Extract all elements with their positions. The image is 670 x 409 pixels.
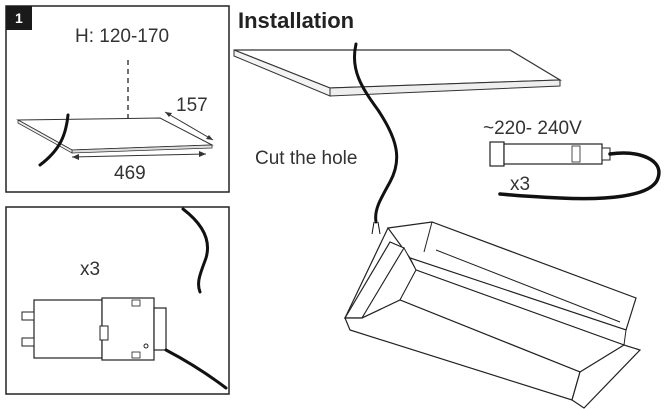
step2-cable-top — [181, 207, 209, 294]
driver-box — [21, 297, 167, 361]
width-dimension-line — [71, 153, 207, 158]
step1-number-badge — [6, 6, 32, 30]
width-arrow-start — [72, 154, 79, 160]
driver-quantity-label: x3 — [80, 259, 100, 280]
driver-body-left — [33, 299, 103, 359]
cable-wire-2 — [377, 221, 381, 235]
main-driver-quantity: x3 — [510, 174, 530, 195]
step2-cable-bottom — [164, 348, 228, 390]
depth-arrow-start — [165, 112, 172, 117]
driver-screw — [143, 343, 149, 349]
step2-panel: x3 — [5, 206, 230, 395]
driver-tab-top — [21, 311, 35, 321]
troffer-rail — [435, 249, 621, 323]
step1-cable — [38, 113, 70, 167]
step1-number: 1 — [15, 10, 23, 26]
page-title: Installation — [238, 8, 354, 33]
main-cable — [353, 42, 399, 224]
ceiling-slab — [233, 49, 563, 97]
troffer-right-flange — [571, 344, 642, 409]
depth-arrow-end — [206, 135, 213, 140]
depth-label: 157 — [176, 95, 208, 116]
main-driver — [489, 141, 611, 167]
driver-body-right — [101, 297, 155, 361]
driver-tab-bottom — [21, 337, 35, 347]
main-driver-cable — [498, 151, 661, 201]
main-driver-cap — [489, 141, 505, 167]
depth-dimension-line — [164, 111, 214, 141]
troffer-left-edge — [344, 227, 389, 319]
cable-wire-1 — [371, 221, 375, 235]
cut-hole-label: Cut the hole — [255, 148, 357, 169]
driver-end-cap — [153, 307, 167, 351]
height-label: H: 120-170 — [75, 26, 169, 47]
main-driver-body — [503, 143, 603, 165]
troffer-housing — [343, 221, 642, 409]
troffer-inner-edge — [423, 221, 433, 253]
ceiling-side-edge — [233, 49, 331, 97]
driver-notch-top — [131, 299, 141, 307]
step1-panel: 1 H: 120-170 157 469 — [5, 5, 230, 193]
driver-notch-bottom — [131, 351, 141, 359]
driver-clip — [99, 325, 109, 341]
width-label: 469 — [114, 163, 146, 184]
voltage-label: ~220- 240V — [483, 118, 582, 139]
main-driver-clip — [571, 145, 581, 163]
width-arrow-end — [199, 151, 206, 157]
